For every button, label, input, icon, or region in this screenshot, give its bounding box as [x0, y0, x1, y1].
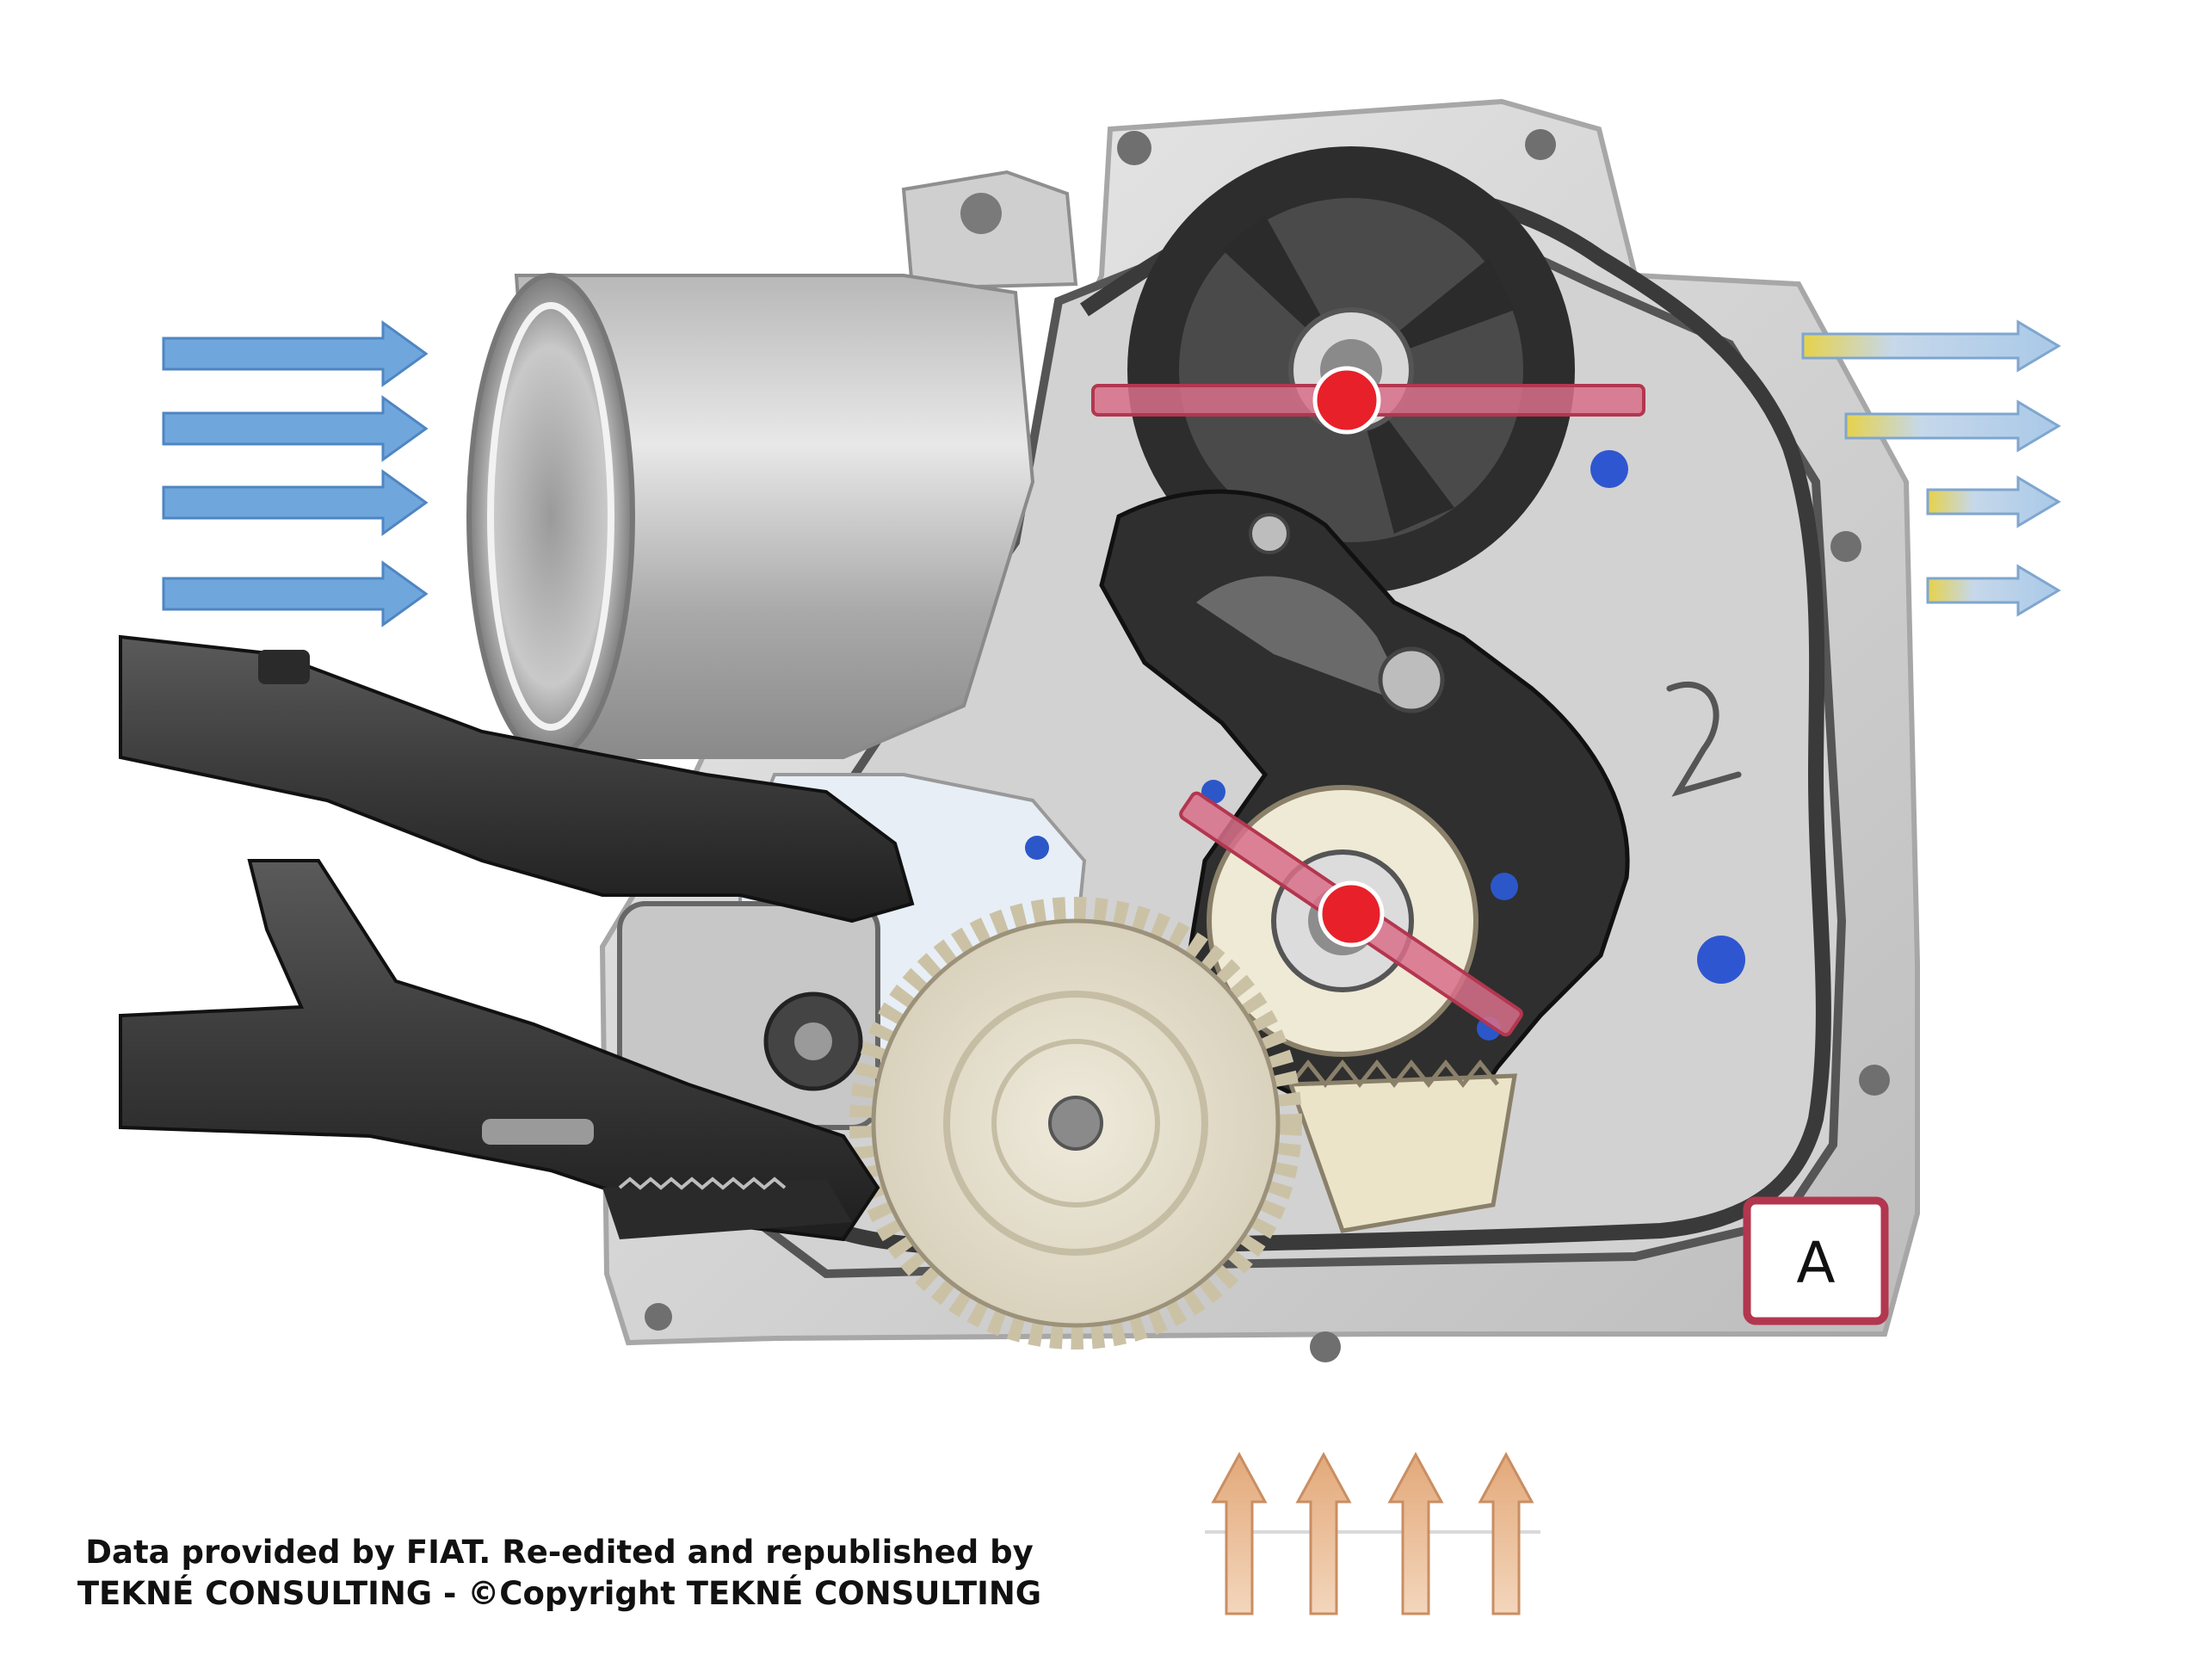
marker-a: A: [1743, 1196, 1889, 1325]
lever-bolt: [1378, 646, 1445, 713]
blue-paint-mark: [1697, 936, 1745, 984]
mount-hole: [1310, 1331, 1341, 1362]
intake-duct: [466, 170, 1078, 760]
intermediate-gear-axle: [1048, 1096, 1103, 1151]
mount-hole: [1525, 129, 1556, 160]
mount-hole: [1117, 131, 1151, 165]
bottom-arrows: [1205, 1451, 1540, 1615]
duct-bore-rim: [487, 302, 614, 731]
intake-arrow-icon: [162, 469, 429, 536]
pivot-dot-lower: [1318, 880, 1385, 948]
pivot-axes: [1091, 366, 1645, 1037]
intake-arrow-icon: [162, 395, 429, 462]
sector-gear-teeth: [1289, 1059, 1499, 1089]
mount-hole: [1830, 531, 1861, 562]
sector-gear: [1287, 1073, 1517, 1233]
blue-paint-mark: [1590, 450, 1628, 488]
intermediate-gear-teeth: [849, 897, 1302, 1350]
lever-bolt: [1249, 513, 1290, 554]
outflow-arrow-icon: [1926, 564, 2061, 617]
pliers-pivot: [482, 1119, 594, 1145]
blue-dot: [1025, 836, 1049, 860]
boss-hole: [960, 193, 1002, 234]
credit-line-2: TEKNÉ CONSULTING - ©Copyright TEKNÉ CONS…: [77, 1575, 1042, 1612]
outflow-arrow-icon: [1926, 475, 2061, 528]
up-arrow-icon: [1387, 1451, 1444, 1615]
pinion-center: [794, 1022, 832, 1060]
intermediate-gear-ring: [991, 1039, 1160, 1208]
outflow-arrow-icon: [1844, 399, 2061, 453]
mount-hole: [1859, 1065, 1890, 1096]
intake-arrows: [162, 320, 429, 627]
pivot-dot-upper: [1312, 366, 1381, 435]
up-arrow-icon: [1295, 1451, 1352, 1615]
pliers-rivet: [258, 650, 310, 684]
outflow-arrows: [1801, 319, 2061, 617]
outflow-arrow-icon: [1801, 319, 2061, 373]
intake-arrow-icon: [162, 560, 429, 627]
blue-dot: [1491, 873, 1518, 900]
pliers-serration: [618, 1177, 787, 1190]
copyright-credit: Data provided by FIAT. Re-edited and rep…: [34, 1532, 1084, 1615]
credit-line-1: Data provided by FIAT. Re-edited and rep…: [85, 1534, 1034, 1571]
pliers-tool: [119, 634, 915, 1242]
marker-a-label: A: [1796, 1230, 1835, 1296]
up-arrow-icon: [1211, 1451, 1268, 1615]
intake-arrow-icon: [162, 320, 429, 387]
intermediate-gear-ring: [943, 991, 1208, 1256]
mount-hole: [645, 1303, 672, 1331]
marker-a-box: [1743, 1196, 1889, 1325]
pliers-upper-jaw: [119, 634, 915, 923]
pliers-lower-handle: [119, 859, 880, 1242]
lever-plate-slot: [1196, 576, 1411, 706]
handwritten-mark: [1666, 681, 1742, 797]
pliers-lower-tip: [602, 1179, 852, 1239]
up-arrow-icon: [1478, 1451, 1534, 1615]
